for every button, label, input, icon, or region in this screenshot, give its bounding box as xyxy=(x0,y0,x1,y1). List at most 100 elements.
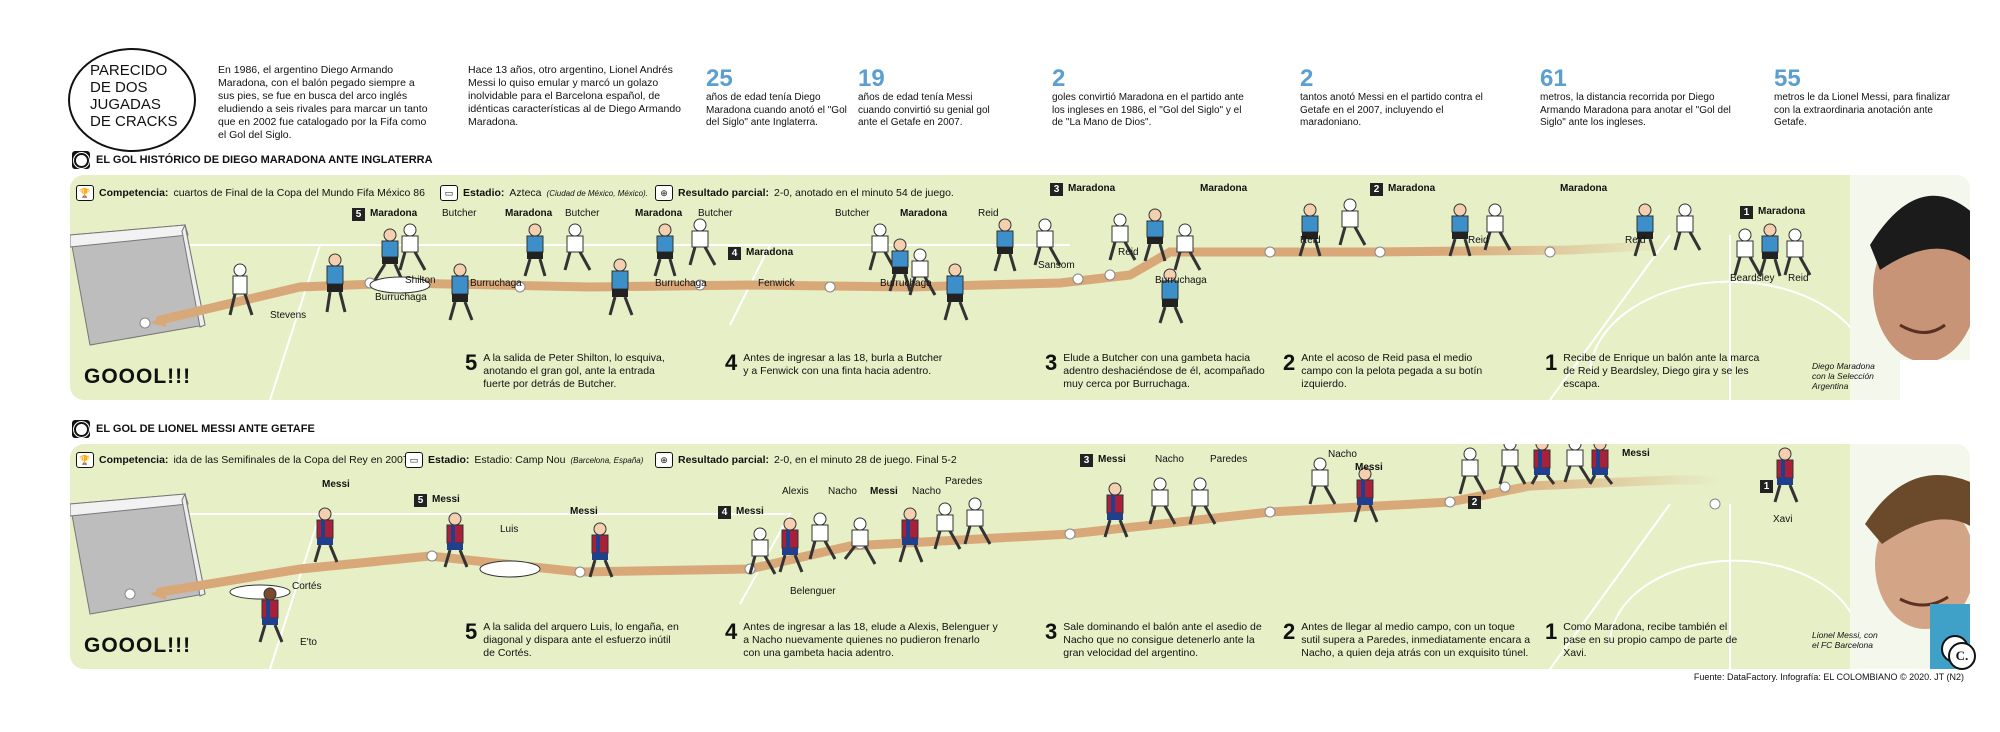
title-circle xyxy=(68,48,196,152)
el-colombiano-logo: C. xyxy=(1948,642,1976,670)
stat-1: 25 años de edad tenía Diego Maradona cua… xyxy=(706,65,847,129)
player-label: Maradona xyxy=(635,208,683,219)
player-label: Fenwick xyxy=(758,278,795,289)
maradona-field: 🏆 Competencia: cuartos de Final de la Co… xyxy=(70,175,1970,400)
step-4: 4 Antes de ingresar a las 18, burla a Bu… xyxy=(725,350,943,378)
step-number-box: 3 xyxy=(1050,183,1063,196)
maradona-estadio: ▭ Estadio: Azteca (Ciudad de México, Méx… xyxy=(440,185,648,201)
player-label: Maradona xyxy=(1560,183,1608,194)
portrait-caption: Diego Maradona con la Selección Argentin… xyxy=(1812,361,1875,391)
scoreboard-icon: ⊕ xyxy=(655,452,673,468)
player-label: Cortés xyxy=(292,581,322,592)
messi-field: 🏆 Competencia: ida de las Semifinales de… xyxy=(70,444,1970,669)
player-figures xyxy=(229,444,1799,643)
stat-6: 55 metros le da Lionel Messi, para final… xyxy=(1774,65,1951,129)
player-label: Messi xyxy=(736,506,764,517)
stat-3: 2 goles convirtió Maradona en el partido… xyxy=(1052,65,1244,129)
goal-icon xyxy=(70,492,206,615)
maradona-resultado: ⊕ Resultado parcial: 2-0, anotado en el … xyxy=(655,185,954,201)
step-5: 5 A la salida de Peter Shilton, lo esqui… xyxy=(465,350,665,391)
messi-competencia: 🏆 Competencia: ida de las Semifinales de… xyxy=(76,452,409,468)
stat-4: 2 tantos anotó Messi en el partido contr… xyxy=(1300,65,1483,129)
player-label: Beardsley xyxy=(1730,273,1775,284)
step-number-box: 5 xyxy=(414,494,427,507)
player-label: Butcher xyxy=(565,208,600,219)
player-label: Shilton xyxy=(405,275,436,286)
stadium-icon: ▭ xyxy=(440,185,458,201)
trophy-icon: 🏆 xyxy=(76,452,94,468)
step-2: 2 Antes de llegar al medio campo, con un… xyxy=(1283,619,1531,660)
player-label: Burruchaga xyxy=(880,278,932,289)
player-label: Butcher xyxy=(442,208,477,219)
messi-resultado: ⊕ Resultado parcial: 2-0, en el minuto 2… xyxy=(655,452,957,468)
step-3: 3 Elude a Butcher con una gambeta hacia … xyxy=(1045,350,1265,391)
goal-icon xyxy=(70,223,206,346)
player-label: Reid xyxy=(1300,235,1321,246)
step-number-box: 4 xyxy=(728,247,741,260)
scoreboard-icon: ⊕ xyxy=(655,185,673,201)
goal-shout: GOOOL!!! xyxy=(84,365,192,388)
player-label: Maradona xyxy=(1068,183,1116,194)
player-label: Reid xyxy=(1118,247,1139,258)
stat-5: 61 metros, la distancia recorrida por Di… xyxy=(1540,65,1731,129)
player-label: Burruchaga xyxy=(655,278,707,289)
player-label: Maradona xyxy=(1388,183,1436,194)
step-number-box: 4 xyxy=(718,506,731,519)
step-4: 4 Antes de ingresar a las 18, elude a Al… xyxy=(725,619,998,660)
player-label: Reid xyxy=(1625,235,1646,246)
player-label: Burruchaga xyxy=(375,292,427,303)
player-label: Messi xyxy=(1622,448,1650,459)
arrow-icon xyxy=(150,315,166,327)
player-label: Messi xyxy=(432,494,460,505)
ball-markers xyxy=(139,246,1556,329)
player-label: Nacho xyxy=(1155,454,1184,465)
step-1: 1 Como Maradona, recibe también el pase … xyxy=(1545,619,1738,660)
player-label: Butcher xyxy=(835,208,870,219)
player-label: Maradona xyxy=(746,247,794,258)
player-label: Maradona xyxy=(1758,206,1806,217)
step-1: 1 Recibe de Enrique un balón ante la mar… xyxy=(1545,350,1760,391)
step-number-box: 1 xyxy=(1760,480,1773,493)
trophy-icon: 🏆 xyxy=(76,185,94,201)
maradona-portrait xyxy=(1850,175,1970,400)
portrait-caption: Lionel Messi, con el FC Barcelona xyxy=(1812,630,1878,650)
player-label: Burruchaga xyxy=(470,278,522,289)
player-label: Sansom xyxy=(1038,260,1075,271)
player-label: Reid xyxy=(978,208,999,219)
player-label: Messi xyxy=(870,486,898,497)
messi-section-header: EL GOL DE LIONEL MESSI ANTE GETAFE xyxy=(72,420,315,438)
step-3: 3 Sale dominando el balón ante el asedio… xyxy=(1045,619,1262,660)
step-5: 5 A la salida del arquero Luis, lo engañ… xyxy=(465,619,679,660)
intro-messi: Hace 13 años, otro argentino, Lionel And… xyxy=(468,64,682,128)
ball-path xyxy=(155,475,1725,597)
step-number-box: 1 xyxy=(1740,206,1753,219)
player-label: Maradona xyxy=(505,208,553,219)
player-label: E'to xyxy=(300,637,317,648)
player-label: Messi xyxy=(570,506,598,517)
player-label: Luis xyxy=(500,524,519,535)
messi-field-drawing xyxy=(70,444,1970,669)
player-label: Nacho xyxy=(912,486,941,497)
player-label: Paredes xyxy=(945,476,983,487)
player-label: Messi xyxy=(1355,462,1383,473)
arrow-icon xyxy=(150,587,166,600)
player-label: Paredes xyxy=(1210,454,1248,465)
player-label: Maradona xyxy=(370,208,418,219)
maradona-competencia: 🏆 Competencia: cuartos de Final de la Co… xyxy=(76,185,425,201)
soccer-ball-icon xyxy=(72,151,90,169)
player-label: Reid xyxy=(1468,235,1489,246)
player-label: Maradona xyxy=(1200,183,1248,194)
step-2: 2 Ante el acoso de Reid pasa el medio ca… xyxy=(1283,350,1483,391)
maradona-field-drawing xyxy=(70,175,1970,400)
player-figures xyxy=(228,198,1812,324)
step-number-box: 3 xyxy=(1080,454,1093,467)
player-label: Messi xyxy=(1098,454,1126,465)
source-credit: Fuente: DataFactory. Infografía: EL COLO… xyxy=(1693,672,1964,682)
page-title: PARECIDO DE DOS JUGADAS DE CRACKS xyxy=(90,62,178,130)
messi-estadio: ▭ Estadio: Estadio: Camp Nou (Barcelona,… xyxy=(405,452,643,468)
stadium-icon: ▭ xyxy=(405,452,423,468)
player-label: Nacho xyxy=(1328,449,1357,460)
player-label: Xavi xyxy=(1773,514,1793,525)
player-label: Nacho xyxy=(828,486,857,497)
step-number-box: 2 xyxy=(1370,183,1383,196)
